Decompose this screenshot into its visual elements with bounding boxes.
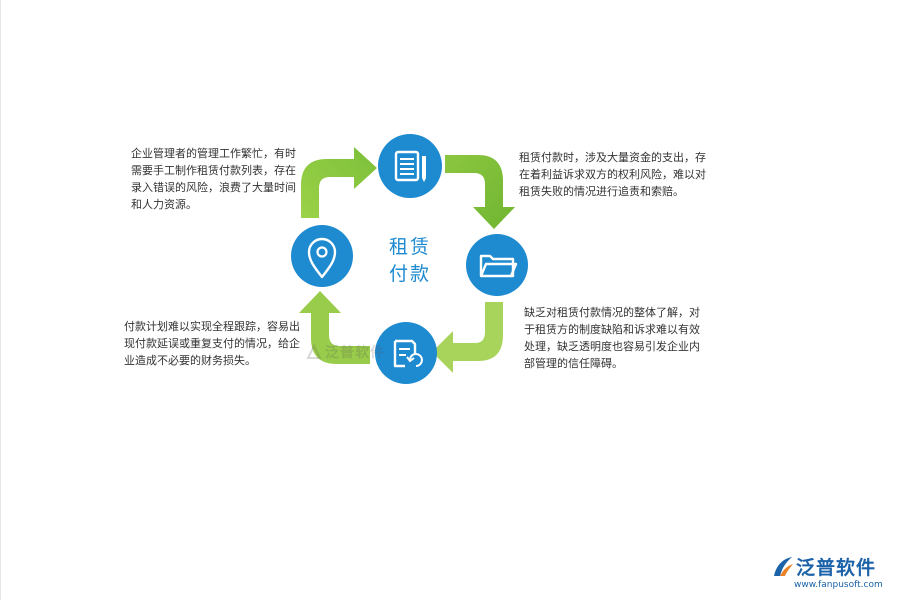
watermark-text: 泛普软件 — [325, 345, 385, 361]
arrow-right-to-bottom — [432, 302, 503, 373]
watermark: 泛普软件 — [306, 342, 385, 362]
center-title: 租赁 付款 — [370, 234, 450, 288]
description-top-left: 企业管理者的管理工作繁忙，有时需要手工制作租赁付款列表，存在录入错误的风险，浪费… — [131, 147, 296, 211]
location-pin-icon — [291, 225, 353, 287]
description-bottom-right: 缺乏对租赁付款情况的整体了解，对于租赁方的制度缺陷和诉求难以有效处理，缺乏透明度… — [524, 306, 700, 370]
watermark-logo-icon — [306, 344, 322, 359]
refresh-document-icon — [375, 322, 437, 384]
arrow-bottom-to-left — [299, 291, 370, 364]
description-bottom-left: 付款计划难以实现全程跟踪，容易出现付款延误或重复支付的情况，给企业造成不必要的财… — [124, 320, 300, 367]
brand-name: 泛普软件 — [796, 557, 877, 579]
center-title-line2: 付款 — [388, 263, 431, 285]
description-top-right: 租赁付款时，涉及大量资金的支出，存在着利益诉求双方的权利风险，难以对租赁失败的情… — [519, 151, 706, 198]
arrow-top-to-right — [445, 155, 515, 229]
page-left-edge — [0, 0, 1, 600]
brand-logo: 泛普软件 www.fanpusoft.com — [770, 553, 900, 597]
brand-mark-icon — [774, 557, 793, 576]
center-title-line1: 租赁 — [388, 236, 431, 258]
arrow-left-to-top — [301, 147, 377, 218]
brand-url: www.fanpusoft.com — [794, 580, 883, 590]
document-pen-icon — [378, 134, 442, 198]
folder-icon — [466, 234, 528, 296]
